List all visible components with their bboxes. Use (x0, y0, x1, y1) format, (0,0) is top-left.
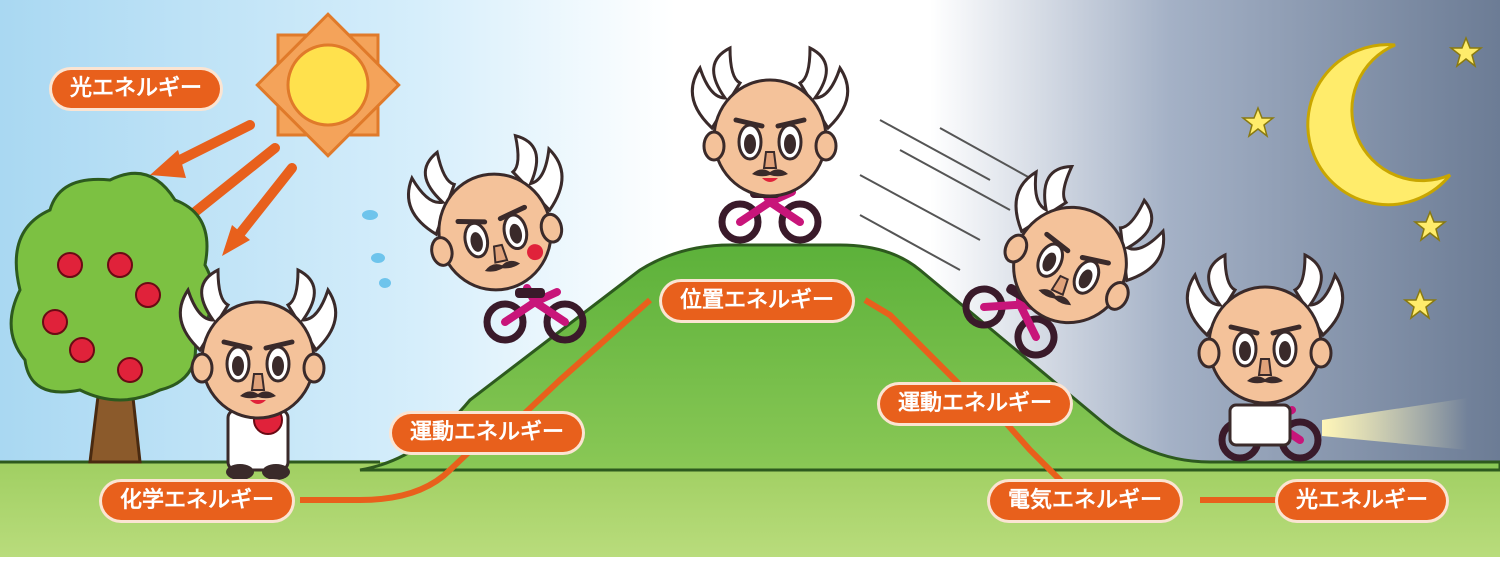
label-kinetic-energy-down: 運動エネルギー (880, 385, 1071, 423)
moon-icon (1306, 43, 1452, 207)
label-kinetic-energy-up: 運動エネルギー (392, 414, 583, 452)
label-light-energy-sun: 光エネルギー (52, 70, 221, 108)
apple-tree-icon (9, 171, 215, 464)
label-chemical-energy: 化学エネルギー (102, 482, 293, 520)
label-electric-energy: 電気エネルギー (990, 482, 1181, 520)
speed-lines (859, 119, 1031, 271)
star-icon (1240, 35, 1484, 320)
label-potential-energy: 位置エネルギー (662, 282, 853, 320)
sweat-drops (362, 210, 391, 288)
headlight-beam-icon (1322, 398, 1468, 450)
label-light-energy-lamp: 光エネルギー (1278, 482, 1447, 520)
sun-icon (255, 12, 401, 158)
scientist-character-icon (180, 48, 1342, 480)
